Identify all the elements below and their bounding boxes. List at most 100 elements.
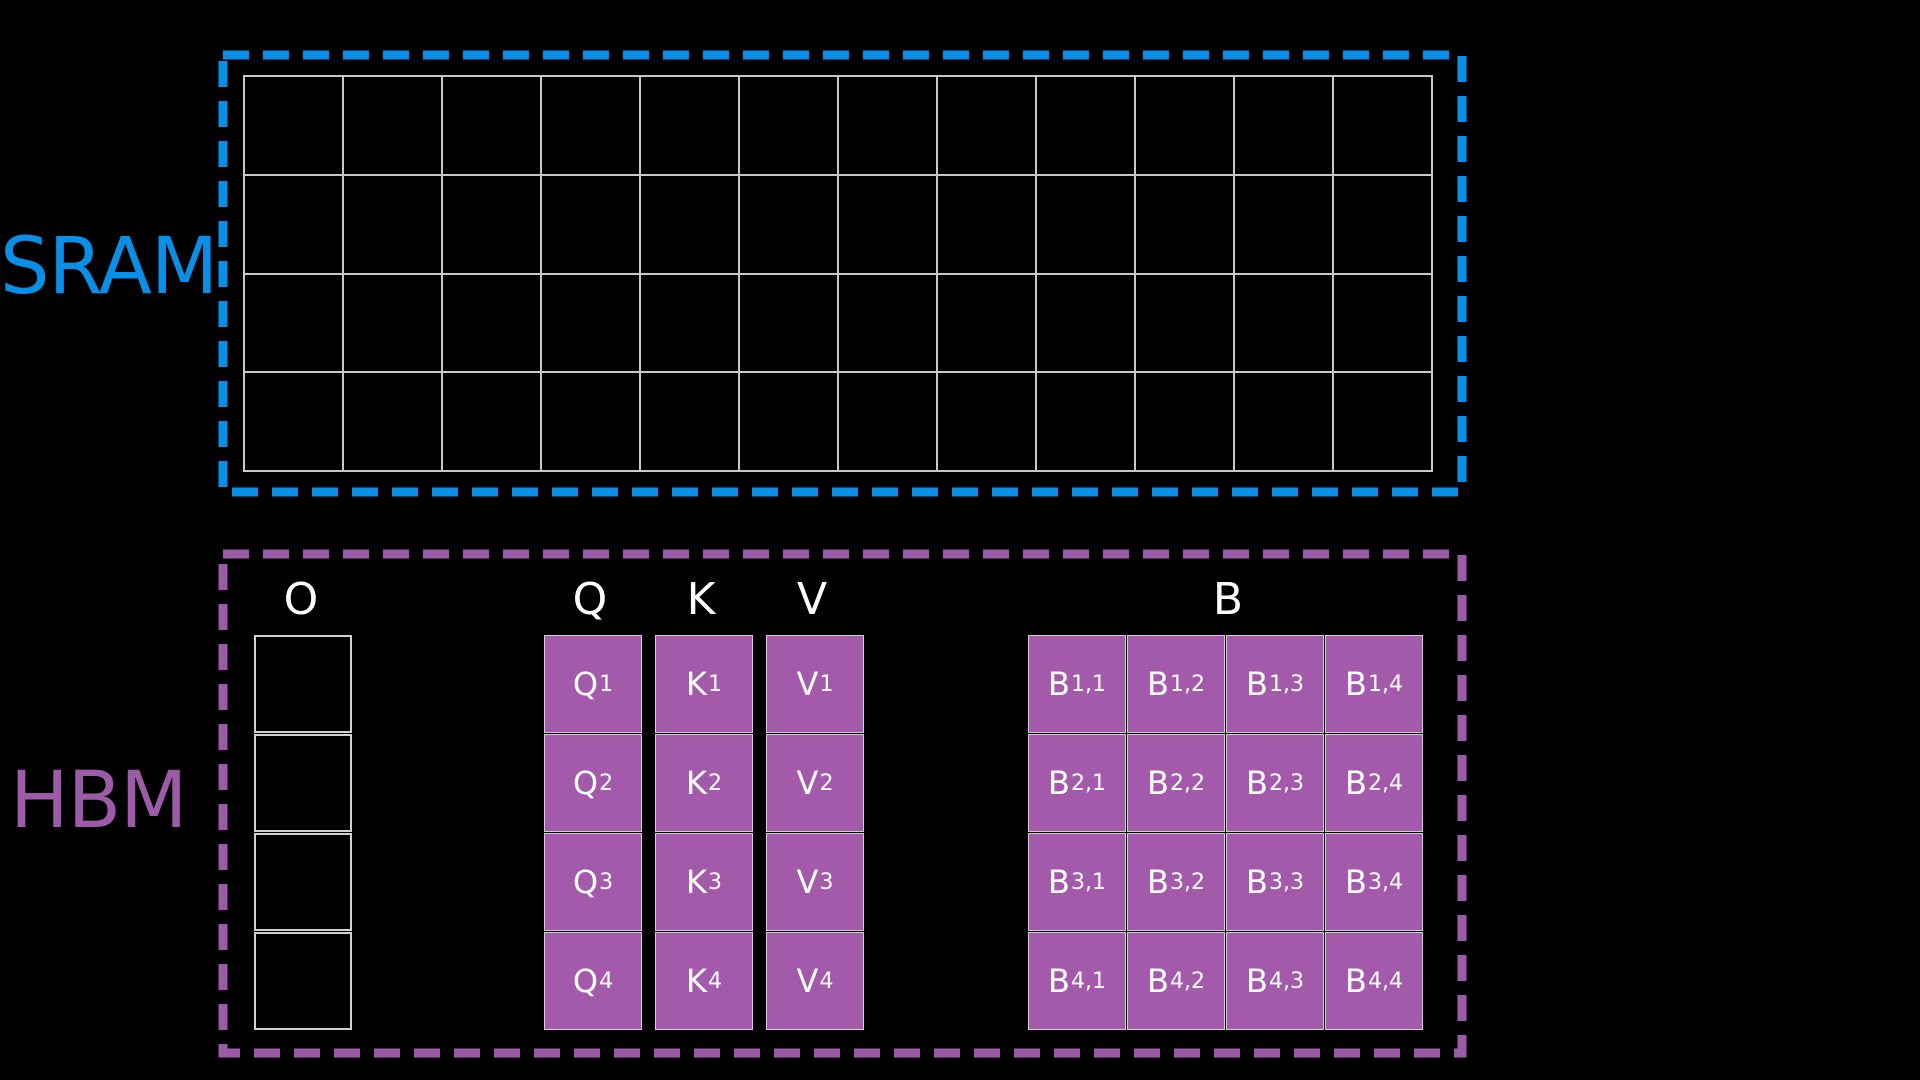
sram-cell xyxy=(1334,175,1433,275)
sram-cell xyxy=(1136,175,1235,275)
sram-cell xyxy=(1334,373,1433,472)
block-letter: K xyxy=(686,665,707,703)
block-letter: V xyxy=(796,962,819,1000)
sram-cell xyxy=(245,274,344,374)
sram-cell xyxy=(641,274,740,374)
matrix-title-o: O xyxy=(283,574,319,625)
sram-cell xyxy=(1136,373,1235,472)
block-index: 1 xyxy=(599,671,614,697)
sram-cell xyxy=(1136,274,1235,374)
block-index: 1,1 xyxy=(1070,671,1106,697)
block-letter: K xyxy=(686,764,707,802)
block-letter: B xyxy=(1147,665,1169,703)
block-index: 1,2 xyxy=(1169,671,1205,697)
sram-cell xyxy=(245,77,344,176)
sram-cell xyxy=(344,274,443,374)
block-index: 1 xyxy=(819,671,834,697)
block-letter: B xyxy=(1246,665,1268,703)
sram-cell xyxy=(1037,175,1136,275)
block-letter: B xyxy=(1048,665,1070,703)
block-letter: B xyxy=(1246,764,1268,802)
sram-cell xyxy=(1037,373,1136,472)
block-letter: V xyxy=(796,764,819,802)
sram-cell xyxy=(1235,175,1334,275)
block-letter: Q xyxy=(572,863,599,901)
block-letter: B xyxy=(1048,863,1070,901)
sram-label: SRAM xyxy=(0,222,218,312)
sram-cell xyxy=(740,274,839,374)
block-index: 3 xyxy=(819,869,834,895)
block-index: 4,3 xyxy=(1268,968,1304,994)
sram-cell xyxy=(839,373,938,472)
sram-cell xyxy=(443,373,542,472)
block-index: 4 xyxy=(599,968,614,994)
block-letter: K xyxy=(686,962,707,1000)
block-index: 3,4 xyxy=(1367,869,1403,895)
sram-cell xyxy=(938,77,1037,176)
sram-cell xyxy=(740,373,839,472)
block-letter: V xyxy=(796,863,819,901)
block-letter: Q xyxy=(572,665,599,703)
sram-cell xyxy=(641,175,740,275)
block-index: 4 xyxy=(819,968,834,994)
block-index: 2,3 xyxy=(1268,770,1304,796)
block-index: 4,2 xyxy=(1169,968,1205,994)
block-letter: B xyxy=(1048,764,1070,802)
sram-cell xyxy=(443,77,542,176)
block-letter: B xyxy=(1345,962,1367,1000)
matrix-block-o xyxy=(254,932,352,1030)
matrix-title-k: K xyxy=(686,574,716,625)
block-index: 2,4 xyxy=(1367,770,1403,796)
sram-cell xyxy=(344,175,443,275)
matrix-block-o xyxy=(254,635,352,733)
block-index: 1 xyxy=(707,671,722,697)
block-letter: B xyxy=(1147,863,1169,901)
sram-cell xyxy=(740,77,839,176)
matrix-title-v: V xyxy=(796,574,828,625)
block-index: 2 xyxy=(819,770,834,796)
matrix-title-b: B xyxy=(1212,574,1244,625)
block-index: 3,3 xyxy=(1268,869,1304,895)
block-index: 4,1 xyxy=(1070,968,1106,994)
sram-cell xyxy=(245,175,344,275)
block-index: 1,3 xyxy=(1268,671,1304,697)
block-index: 3,1 xyxy=(1070,869,1106,895)
block-index: 2,2 xyxy=(1169,770,1205,796)
sram-cell xyxy=(740,175,839,275)
sram-cell xyxy=(839,274,938,374)
block-letter: Q xyxy=(572,764,599,802)
sram-cell xyxy=(344,77,443,176)
sram-cell xyxy=(641,77,740,176)
sram-cell xyxy=(1334,77,1433,176)
block-index: 4,4 xyxy=(1367,968,1403,994)
sram-cell xyxy=(1037,77,1136,176)
sram-cell xyxy=(344,373,443,472)
block-index: 4 xyxy=(707,968,722,994)
sram-cell xyxy=(542,373,641,472)
matrix-block-o xyxy=(254,734,352,832)
sram-cell xyxy=(1334,274,1433,374)
sram-cell xyxy=(1235,274,1334,374)
sram-cell xyxy=(938,175,1037,275)
